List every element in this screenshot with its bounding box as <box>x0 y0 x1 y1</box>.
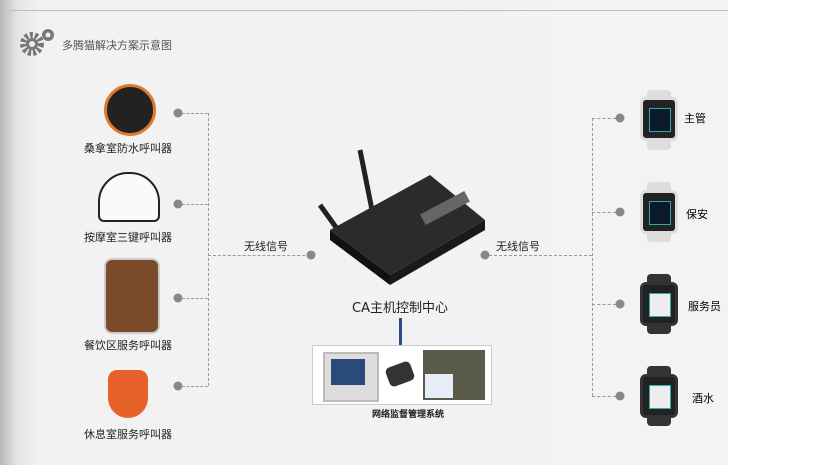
watch-image <box>640 374 678 418</box>
device-label: 按摩室三键呼叫器 <box>84 231 172 244</box>
diagram-panel: 多腾猫解决方案示意图 桑拿室防水呼叫器 按摩室三键呼叫器 餐饮区服务呼叫器 休息… <box>0 0 728 465</box>
device-label: 桑拿室防水呼叫器 <box>84 142 172 155</box>
role-label: 服务员 <box>688 300 721 313</box>
computer-image <box>323 352 379 402</box>
watch-image <box>640 97 678 141</box>
connector-dot <box>306 250 316 260</box>
connector-line <box>489 255 592 256</box>
connector-line <box>208 255 310 256</box>
connector-dot <box>173 199 183 209</box>
reader-image <box>384 360 416 388</box>
screenshot-image <box>423 350 485 400</box>
watch-image <box>640 282 678 326</box>
role-label: 主管 <box>684 112 706 125</box>
dining-caller-image <box>104 258 160 334</box>
connector-dot <box>615 299 625 309</box>
wireless-label-right: 无线信号 <box>496 240 540 253</box>
monitor-system-box <box>312 345 492 405</box>
lounge-caller-image <box>108 370 148 418</box>
role-label: 酒水 <box>692 392 714 405</box>
massage-caller-image <box>98 172 160 222</box>
wired-link <box>399 318 402 346</box>
connector-line <box>592 118 593 396</box>
connector-dot <box>173 293 183 303</box>
connector-line <box>208 113 209 386</box>
page-title: 多腾猫解决方案示意图 <box>62 39 172 52</box>
device-label: 餐饮区服务呼叫器 <box>84 339 172 352</box>
watch-image <box>640 190 678 234</box>
connector-dot <box>615 391 625 401</box>
hub-label: CA主机控制中心 <box>352 301 448 316</box>
divider <box>10 10 728 11</box>
device-label: 休息室服务呼叫器 <box>84 428 172 441</box>
connector-dot <box>480 250 490 260</box>
role-label: 保安 <box>686 208 708 221</box>
router-image <box>317 149 485 285</box>
connector-dot <box>615 113 625 123</box>
gears-icon <box>20 29 54 56</box>
sauna-caller-image <box>104 84 156 136</box>
connector-dot <box>173 108 183 118</box>
connector-dot <box>173 381 183 391</box>
wireless-label-left: 无线信号 <box>244 240 288 253</box>
monitor-label: 网络监督管理系统 <box>371 410 445 420</box>
connector-dot <box>615 207 625 217</box>
